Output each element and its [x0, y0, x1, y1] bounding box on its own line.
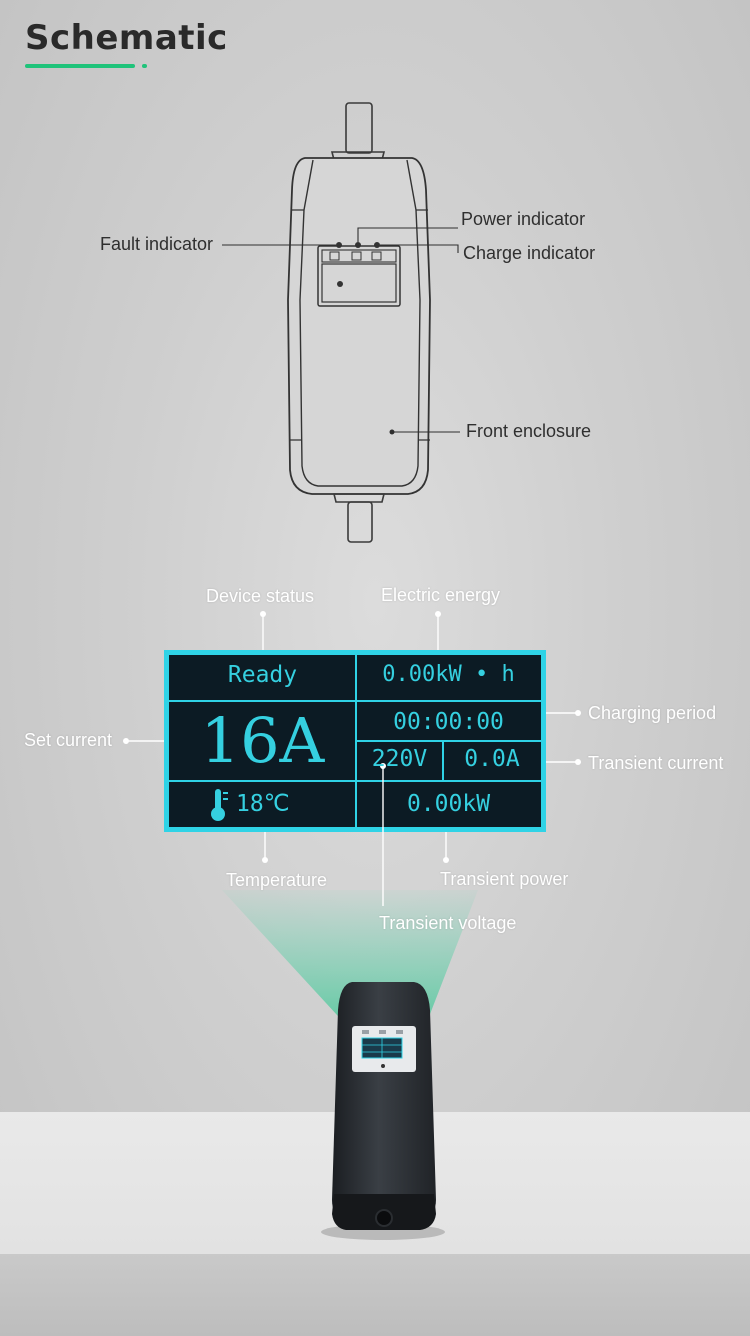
window-top-strip: [321, 249, 397, 263]
callout-set-current: Set current: [24, 730, 113, 750]
product-cable-port: [375, 1209, 393, 1227]
callout-transient-power: Transient power: [440, 869, 569, 889]
lcd-temperature: 18℃: [236, 791, 290, 817]
button-dot: [337, 281, 343, 287]
power-leader: [357, 227, 458, 242]
callout-charge-indicator: Charge indicator: [463, 243, 596, 263]
display-window: [317, 245, 401, 307]
callout-device-status: Device status: [206, 586, 315, 606]
lcd-transient-current: 0.0A: [464, 746, 520, 772]
callout-fault-indicator: Fault indicator: [100, 234, 214, 254]
lcd-set-current: 16A: [200, 704, 325, 777]
lcd-transient-voltage: 220V: [371, 746, 428, 772]
lcd-grid: [169, 655, 541, 827]
top-cable: [345, 102, 373, 154]
title-underline: [25, 64, 135, 68]
callout-front-enclosure: Front enclosure: [466, 421, 592, 441]
product-body: [332, 982, 436, 1216]
callout-charging-period: Charging period: [588, 703, 717, 723]
device-body-inner: [299, 159, 421, 487]
callout-temperature: Temperature: [226, 870, 328, 890]
floor-edge: [0, 1254, 750, 1336]
thermometer-icon: [211, 789, 228, 821]
product-button: [381, 1064, 385, 1068]
bottom-cap: [332, 493, 386, 503]
callout-power-indicator: Power indicator: [461, 209, 586, 229]
title-underline-dot: [142, 64, 147, 68]
device-body-outline: [287, 157, 431, 495]
page-title: Schematic: [25, 18, 228, 58]
lcd-leaders: [123, 611, 581, 863]
lcd-electric-energy: 0.00kW • h: [382, 662, 515, 687]
callout-electric-energy: Electric energy: [381, 585, 501, 605]
lcd-transient-power: 0.00kW: [406, 791, 491, 817]
lcd-charging-period: 00:00:00: [393, 709, 504, 735]
bottom-cable: [347, 501, 373, 543]
charge-leader: [380, 244, 459, 253]
callout-transient-voltage: Transient voltage: [379, 913, 517, 933]
lcd-device-status: Ready: [227, 662, 298, 688]
mini-screen: [321, 263, 397, 303]
callout-transient-current: Transient current: [588, 753, 724, 773]
